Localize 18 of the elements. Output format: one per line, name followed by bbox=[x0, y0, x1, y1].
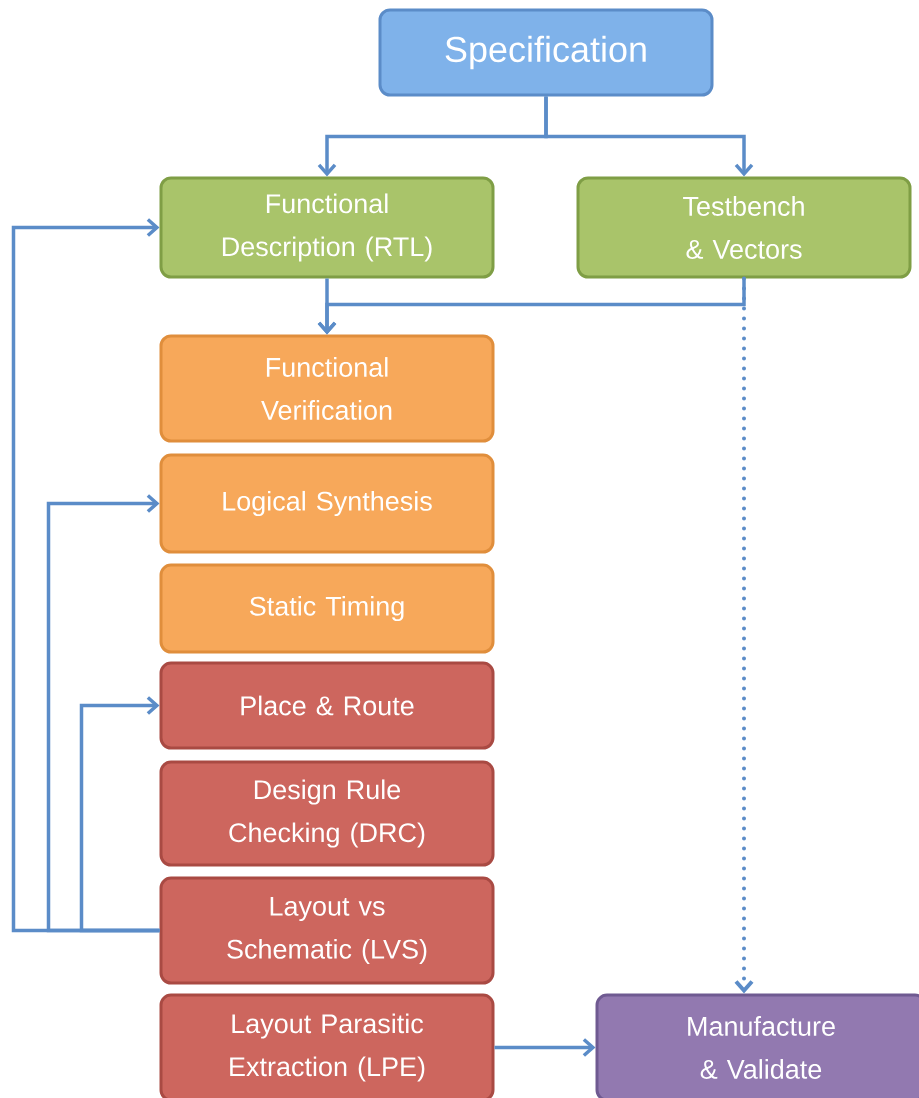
arrow bbox=[544, 96, 754, 177]
arrow bbox=[494, 1038, 596, 1057]
process-box: Testbench & Vectors bbox=[576, 176, 912, 279]
arrow bbox=[317, 278, 746, 335]
process-box: Design Rule Checking (DRC) bbox=[159, 760, 495, 867]
process-box: Functional Verification bbox=[159, 334, 495, 443]
arrow bbox=[79, 696, 160, 933]
title-box: Specification bbox=[378, 8, 714, 97]
process-box: Layout vs Schematic (LVS) bbox=[159, 876, 495, 985]
arrow bbox=[11, 218, 160, 933]
process-box: Place & Route bbox=[159, 661, 495, 750]
process-box: Layout Parasitic Extraction (LPE) bbox=[159, 993, 495, 1098]
process-box: Static Timing bbox=[159, 563, 495, 654]
process-box: Logical Synthesis bbox=[159, 453, 495, 554]
process-box: Functional Description (RTL) bbox=[159, 176, 495, 279]
arrow bbox=[734, 276, 754, 994]
process-box: Manufacture & Validate bbox=[595, 993, 919, 1098]
arrow bbox=[46, 494, 160, 933]
